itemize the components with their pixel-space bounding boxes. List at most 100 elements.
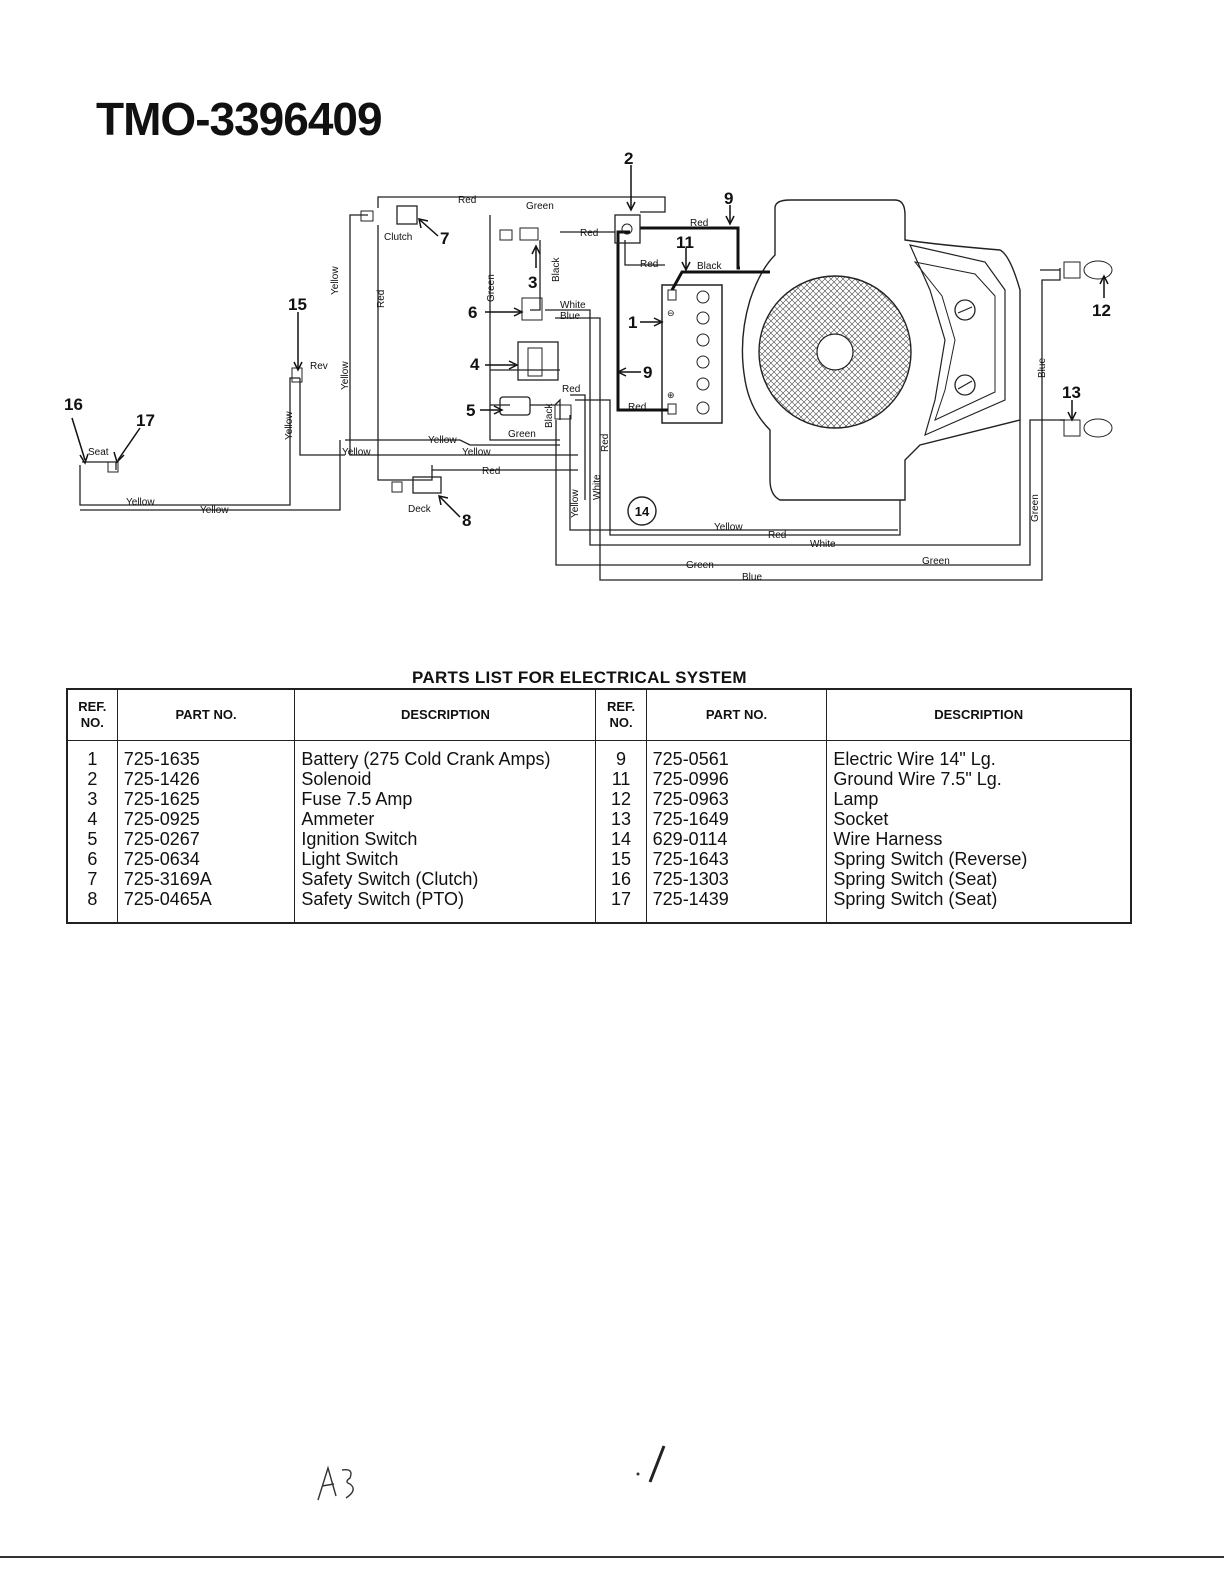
wire-label-black: Black bbox=[551, 257, 562, 282]
description-cell: Fuse 7.5 Amp bbox=[301, 789, 413, 809]
description-cell: Electric Wire 14" Lg. bbox=[833, 749, 996, 769]
wiring-diagram: ⊖ ⊕ bbox=[64, 149, 1113, 583]
handwritten-mark: A3 bbox=[317, 1465, 354, 1501]
ref-no-cell: 16 bbox=[611, 869, 632, 889]
wire-label-yellow: Yellow bbox=[126, 497, 155, 508]
part-no-cell: 725-1303 bbox=[652, 869, 729, 889]
wire-label-yellow: Yellow bbox=[428, 435, 457, 446]
header-description: DESCRIPTION bbox=[826, 689, 1132, 741]
wire-label-blue: Blue bbox=[742, 572, 762, 583]
engine bbox=[741, 199, 1021, 501]
model-title: TMO-3396409 bbox=[96, 93, 383, 145]
ref-no-cell: 11 bbox=[611, 769, 631, 789]
pen-mark bbox=[636, 1445, 666, 1483]
wire-label-black: Black bbox=[697, 261, 722, 272]
ref-label: 2 bbox=[624, 149, 633, 168]
ref-no-cell: 12 bbox=[611, 789, 632, 809]
wire-label-red: Red bbox=[482, 466, 500, 477]
seat-label: Seat bbox=[88, 447, 109, 458]
ref-label: 9 bbox=[643, 363, 652, 382]
part-no-cell: 725-0561 bbox=[652, 749, 729, 769]
wire-label-red: Red bbox=[376, 290, 387, 308]
part-no-cell: 725-0925 bbox=[123, 809, 200, 829]
ref-no-cell: 7 bbox=[87, 869, 98, 889]
clutch-switch bbox=[396, 205, 418, 225]
wire-label-yellow: Yellow bbox=[340, 361, 351, 390]
deck-label: Deck bbox=[408, 504, 432, 515]
wire-label-yellow: Yellow bbox=[330, 266, 341, 295]
wire-label-black: Black bbox=[544, 403, 555, 428]
bolt-icon bbox=[954, 299, 976, 321]
description-cell: Safety Switch (Clutch) bbox=[301, 869, 479, 889]
header-part-no: PART NO. bbox=[116, 689, 296, 741]
svg-text:⊕: ⊕ bbox=[667, 390, 675, 400]
part-no-cell: 725-1635 bbox=[123, 749, 200, 769]
ref-label: 7 bbox=[440, 229, 449, 248]
ref-label: 17 bbox=[136, 411, 155, 430]
wire-label-green: Green bbox=[526, 201, 554, 212]
wire-label-yellow: Yellow bbox=[570, 489, 581, 518]
lamp-icon bbox=[1063, 260, 1113, 280]
wire-label-green: Green bbox=[686, 560, 714, 571]
solenoid bbox=[614, 214, 641, 244]
ref-no-cell: 3 bbox=[87, 789, 98, 809]
battery: ⊖ ⊕ bbox=[661, 284, 723, 424]
description-cell: Ammeter bbox=[301, 809, 375, 829]
ref-label: 13 bbox=[1062, 383, 1081, 402]
description-cell: Safety Switch (PTO) bbox=[301, 889, 465, 909]
ref-label: 9 bbox=[724, 189, 733, 208]
wire-label-white: White bbox=[810, 539, 836, 550]
ref-label: 8 bbox=[462, 511, 471, 530]
description-cell-column: Electric Wire 14" Lg.Ground Wire 7.5" Lg… bbox=[826, 740, 1132, 923]
part-no-cell: 725-3169A bbox=[123, 869, 212, 889]
description-cell: Battery (275 Cold Crank Amps) bbox=[301, 749, 551, 769]
rev-label: Rev bbox=[310, 361, 328, 372]
description-cell: Lamp bbox=[833, 789, 879, 809]
wire-label-green: Green bbox=[922, 556, 950, 567]
ref-no-cell: 15 bbox=[611, 849, 632, 869]
ref-no-cell: 2 bbox=[87, 769, 98, 789]
part-no-cell: 725-1643 bbox=[652, 849, 729, 869]
ref-no-cell: 13 bbox=[611, 809, 632, 829]
part-no-cell: 725-0634 bbox=[123, 849, 200, 869]
wire-label-yellow: Yellow bbox=[200, 505, 229, 516]
clutch-label: Clutch bbox=[384, 232, 412, 243]
lamp-icon bbox=[1063, 418, 1113, 438]
bolt-icon bbox=[954, 374, 976, 396]
parts-list-title: PARTS LIST FOR ELECTRICAL SYSTEM bbox=[412, 668, 747, 687]
part-no-cell: 725-1439 bbox=[652, 889, 729, 909]
part-no-cell: 725-0963 bbox=[652, 789, 729, 809]
ref-no-cell: 1 bbox=[87, 749, 98, 769]
wire-label-yellow: Yellow bbox=[284, 411, 295, 440]
wire-label-red: Red bbox=[640, 259, 658, 270]
part-no-cell: 725-1649 bbox=[652, 809, 729, 829]
wire-label-yellow: Yellow bbox=[462, 447, 491, 458]
description-cell: Spring Switch (Seat) bbox=[833, 869, 998, 889]
light-switch bbox=[521, 297, 543, 321]
wire-label-red: Red bbox=[562, 384, 580, 395]
ref-label: 6 bbox=[468, 303, 477, 322]
wire-label-green: Green bbox=[508, 429, 536, 440]
fuse bbox=[519, 227, 539, 241]
part-no-cell: 629-0114 bbox=[652, 829, 728, 849]
ref-label: 3 bbox=[528, 273, 537, 292]
bottom-rule bbox=[0, 1556, 1224, 1558]
description-cell: Ignition Switch bbox=[301, 829, 418, 849]
wire-label-red: Red bbox=[580, 228, 598, 239]
part-no-cell: 725-0996 bbox=[652, 769, 729, 789]
header-ref-no: REF. NO. bbox=[66, 689, 118, 741]
ignition-switch bbox=[499, 396, 531, 416]
parts-table: REF. NO. PART NO. DESCRIPTION REF. NO. P… bbox=[66, 688, 1132, 924]
wire-label-green: Green bbox=[1030, 494, 1041, 522]
wire-label-red: Red bbox=[690, 218, 708, 229]
ref-label: 12 bbox=[1092, 301, 1111, 320]
ref-label: 5 bbox=[466, 401, 475, 420]
part-no-cell: 725-0267 bbox=[123, 829, 200, 849]
wire-label-blue: Blue bbox=[560, 311, 580, 322]
wire-label-blue: Blue bbox=[1037, 358, 1048, 378]
seat-switch bbox=[82, 461, 117, 470]
